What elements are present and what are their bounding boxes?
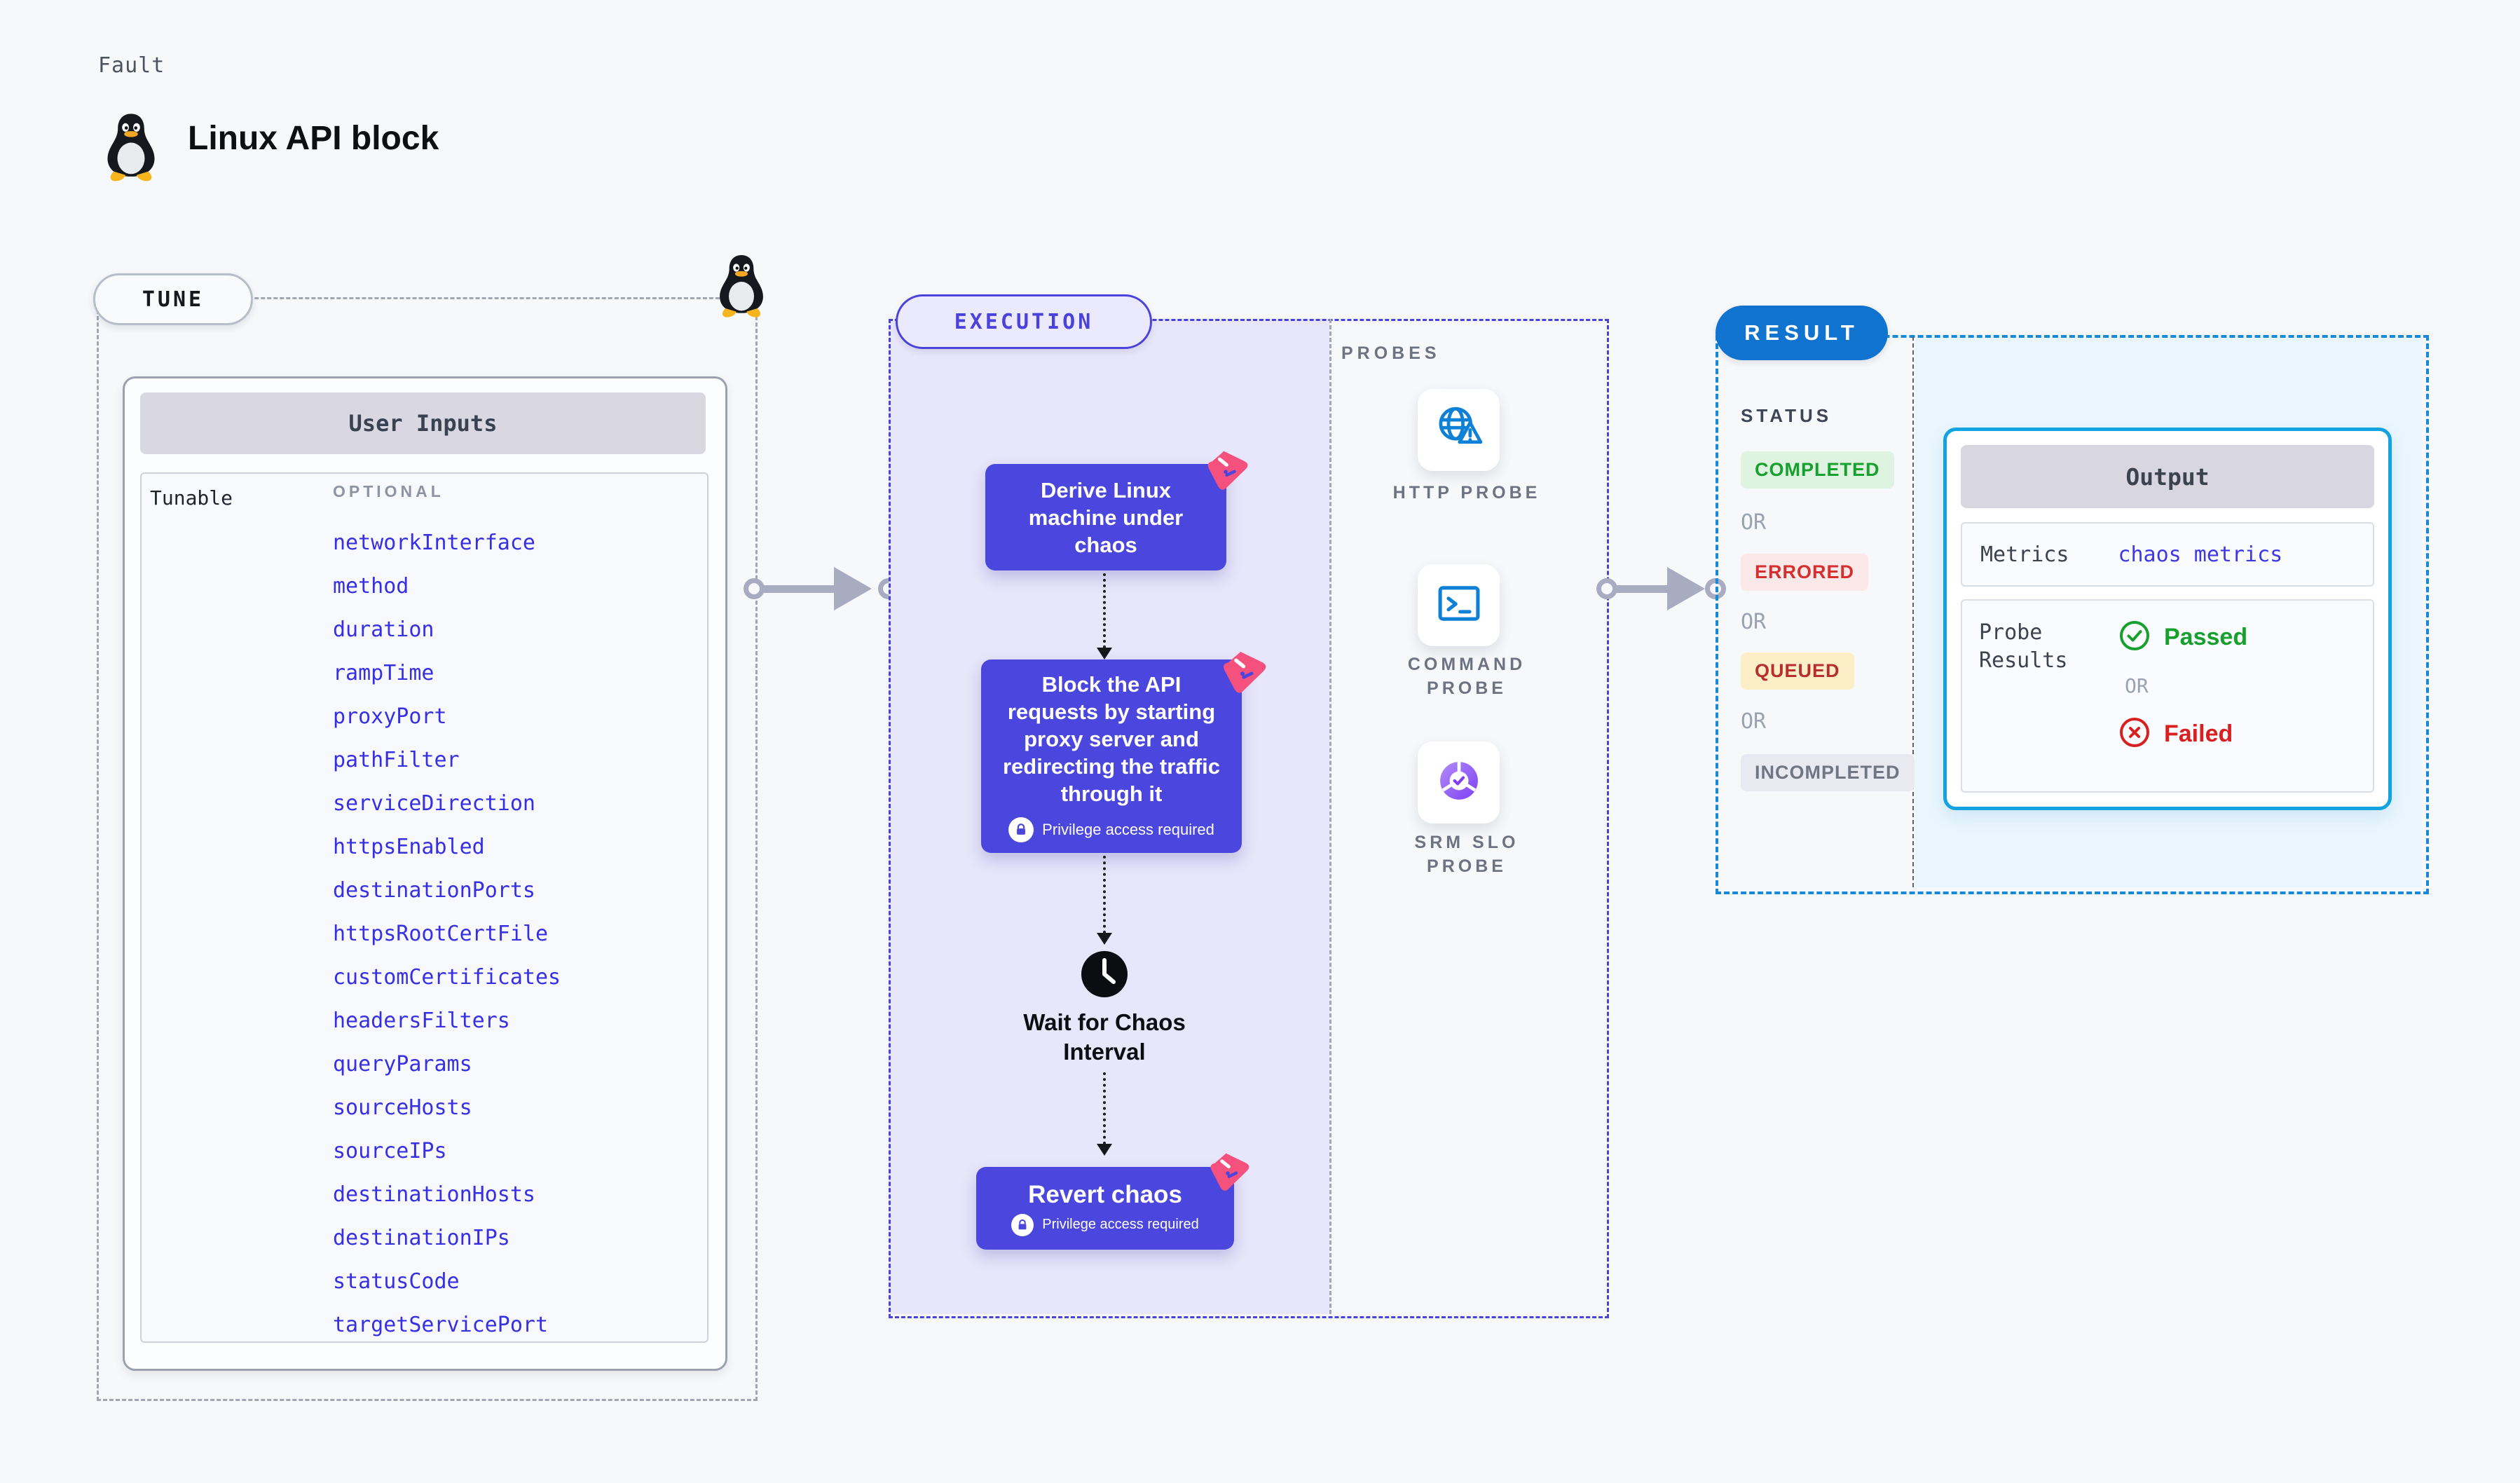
x-circle-icon xyxy=(2118,716,2151,753)
flow-dotted-arrowhead xyxy=(1097,648,1112,660)
tux-penguin-icon-small xyxy=(713,252,769,323)
probes-label: PROBES xyxy=(1341,343,1441,363)
step-revert-chaos: Revert chaos Privilege access required xyxy=(976,1167,1234,1250)
param-item: proxyPort xyxy=(333,704,447,729)
flow-dotted-connector xyxy=(1103,1072,1106,1144)
chaos-fault-icon xyxy=(1201,446,1251,498)
tux-penguin-icon xyxy=(100,111,163,187)
metrics-value: chaos metrics xyxy=(2118,542,2283,567)
flow-dotted-connector xyxy=(1103,573,1106,648)
globe-alert-icon xyxy=(1432,402,1486,458)
param-item: networkInterface xyxy=(333,531,535,555)
privilege-note-row: Privilege access required xyxy=(1011,1213,1199,1236)
step-revert-chaos-label: Revert chaos xyxy=(1028,1180,1182,1208)
failed-line: Failed xyxy=(2118,716,2356,753)
step-block-api-label: Block the API requests by starting proxy… xyxy=(1002,671,1221,806)
status-badge-queued: QUEUED xyxy=(1741,652,1854,690)
param-item: sourceHosts xyxy=(333,1095,472,1120)
flow-arrowhead xyxy=(1667,567,1705,610)
privilege-note: Privilege access required xyxy=(1042,820,1214,838)
result-badge: RESULT xyxy=(1716,306,1888,360)
lock-icon xyxy=(1008,816,1034,842)
or-separator: OR xyxy=(2125,674,2149,697)
fault-kicker: Fault xyxy=(98,53,165,78)
result-section-box xyxy=(1716,335,2429,894)
chaos-fault-icon xyxy=(1204,1148,1252,1199)
execution-probes-divider xyxy=(1329,319,1331,1314)
param-item: targetServicePort xyxy=(333,1313,549,1337)
status-badge-errored: ERRORED xyxy=(1741,554,1869,591)
passed-label: Passed xyxy=(2164,624,2248,650)
probe-results-row: Probe Results Passed OR xyxy=(1961,599,2374,793)
or-separator: OR xyxy=(1741,510,1767,535)
status-badge-incompleted: INCOMPLETED xyxy=(1741,754,1915,791)
command-probe-label: COMMAND PROBE xyxy=(1407,655,1526,698)
flow-arrow-probes-result xyxy=(1614,585,1667,593)
flow-arrowhead xyxy=(834,567,872,610)
http-probe-label: HTTP PROBE xyxy=(1392,483,1541,503)
privilege-note-row: Privilege access required xyxy=(1008,816,1214,842)
terminal-icon xyxy=(1432,577,1486,634)
step-derive-machine: Derive Linux machine under chaos xyxy=(985,464,1226,570)
clock-icon xyxy=(1079,949,1130,999)
flow-arrow-tune-execution xyxy=(761,585,834,593)
metrics-row: Metrics chaos metrics xyxy=(1961,522,2374,587)
passed-line: Passed xyxy=(2118,619,2356,656)
execution-badge: EXECUTION xyxy=(896,294,1152,349)
param-item: method xyxy=(333,574,409,599)
tune-section-box xyxy=(97,297,758,1401)
or-separator: OR xyxy=(1741,610,1767,634)
tunable-params-list: networkInterface method duration rampTim… xyxy=(333,521,697,1347)
lock-icon xyxy=(1011,1213,1034,1236)
output-title: Output xyxy=(1961,445,2374,508)
param-item: destinationPorts xyxy=(333,878,535,903)
param-item: customCertificates xyxy=(333,965,561,990)
command-probe-card xyxy=(1418,564,1500,646)
param-item: rampTime xyxy=(333,661,434,685)
probe-results-label: Probe Results xyxy=(1979,620,2068,673)
metrics-label: Metrics xyxy=(1980,542,2069,567)
param-item: sourceIPs xyxy=(333,1139,447,1163)
flow-dotted-arrowhead xyxy=(1097,933,1112,945)
param-item: destinationHosts xyxy=(333,1182,535,1207)
param-item: serviceDirection xyxy=(333,791,535,816)
status-column-label: STATUS xyxy=(1741,405,1833,426)
chaos-fault-icon xyxy=(1216,646,1268,702)
param-item: duration xyxy=(333,617,434,642)
result-status-divider xyxy=(1912,336,1914,887)
privilege-note: Privilege access required xyxy=(1042,1217,1199,1232)
page-title: Linux API block xyxy=(188,120,439,157)
failed-label: Failed xyxy=(2164,720,2233,747)
check-circle-icon xyxy=(2118,619,2151,656)
slo-donut-check-icon xyxy=(1432,754,1486,811)
param-item: httpsRootCertFile xyxy=(333,922,549,946)
http-probe-card xyxy=(1418,389,1500,471)
optional-column-label: OPTIONAL xyxy=(333,482,444,500)
probe-results-values: Passed OR Failed xyxy=(2105,619,2356,773)
execution-section-box xyxy=(889,319,1609,1318)
param-item: httpsEnabled xyxy=(333,835,485,859)
step-derive-machine-label: Derive Linux machine under chaos xyxy=(1028,477,1184,557)
user-inputs-list-panel xyxy=(140,472,708,1343)
flow-dotted-connector xyxy=(1103,856,1106,934)
srm-slo-probe-label: SRM SLO PROBE xyxy=(1414,833,1519,876)
srm-slo-probe-card xyxy=(1418,742,1500,823)
flow-dotted-arrowhead xyxy=(1097,1144,1112,1156)
user-inputs-title: User Inputs xyxy=(140,392,706,454)
tune-badge: TUNE xyxy=(93,273,253,325)
param-item: queryParams xyxy=(333,1052,472,1077)
param-item: headersFilters xyxy=(333,1009,510,1033)
step-block-api: Block the API requests by starting proxy… xyxy=(981,660,1242,853)
output-card: Output Metrics chaos metrics Probe Resul… xyxy=(1943,428,2392,810)
param-item: statusCode xyxy=(333,1269,460,1294)
or-separator: OR xyxy=(1741,709,1767,734)
tunable-row-label: Tunable xyxy=(150,486,233,510)
param-item: pathFilter xyxy=(333,748,460,772)
param-item: destinationIPs xyxy=(333,1226,510,1250)
status-badge-completed: COMPLETED xyxy=(1741,451,1894,488)
wait-interval-label: Wait for Chaos Interval xyxy=(1023,1009,1186,1065)
